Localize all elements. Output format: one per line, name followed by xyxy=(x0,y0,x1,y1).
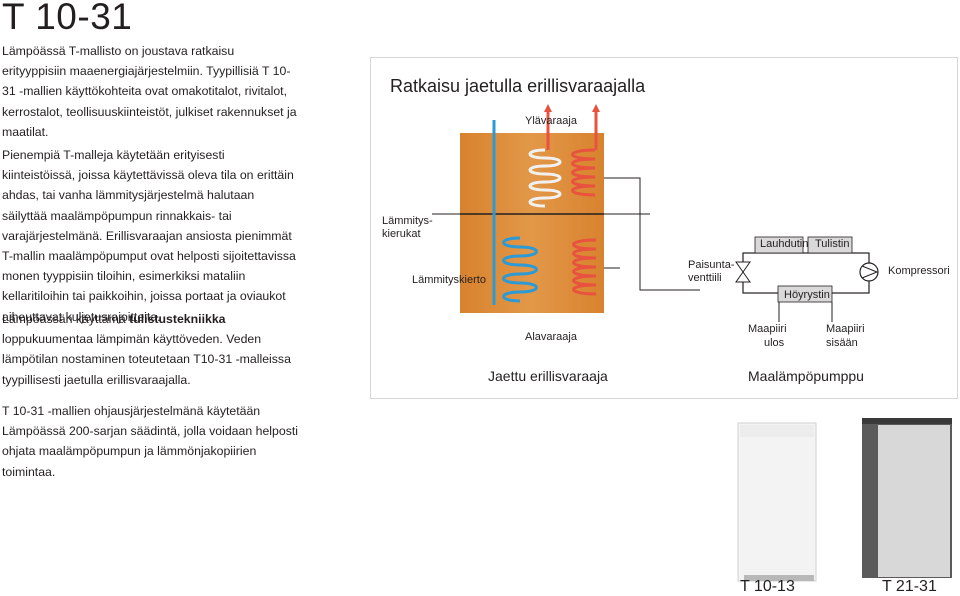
upper-tank-label: Ylävaraaja xyxy=(525,115,577,127)
compressor-symbol-mark xyxy=(861,265,879,279)
expansion-valve-label-1: Paisunta- xyxy=(688,259,735,271)
product-t21-31-image xyxy=(862,418,952,578)
superheating-paragraph: Lämpöässän käyttämä tulistustekniikka lo… xyxy=(2,309,300,390)
heating-coil-label: Lämmityskierto xyxy=(412,274,486,286)
ground-in-label-1: Maapiiri xyxy=(826,323,865,335)
lower-coil-blue xyxy=(502,236,538,303)
expansion-valve-label-2: venttiili xyxy=(688,272,722,284)
lower-coil-red xyxy=(572,238,597,296)
diagram-frame xyxy=(370,57,958,399)
p3-before: Lämpöässän käyttämä xyxy=(2,312,130,326)
p3-bold: tulistustekniikka xyxy=(129,312,226,326)
page-title: T 10-31 xyxy=(2,0,133,37)
product-label-t10-13: T 10-13 xyxy=(740,578,795,595)
expansion-valve-symbol xyxy=(735,261,751,283)
superheater-label: Tulistin xyxy=(815,238,850,250)
product-t10-13-image xyxy=(737,422,817,582)
condenser-label: Lauhdutin xyxy=(760,238,809,250)
intro-paragraph: Lämpöässä T-mallisto on joustava ratkais… xyxy=(2,44,297,139)
p3-after: loppukuumentaa lämpimän käyttöveden. Ved… xyxy=(2,332,291,387)
tank-caption: Jaettu erillisvaraaja xyxy=(488,368,608,384)
superheater-box xyxy=(807,236,853,254)
ground-out-label-2: ulos xyxy=(764,337,785,349)
ground-out-label-1: Maapiiri xyxy=(748,323,787,335)
compressor-symbol xyxy=(859,262,879,282)
evaporator-label: Höyrystin xyxy=(784,289,830,301)
diagram-title: Ratkaisu jaetulla erillisvaraajalla xyxy=(390,76,646,96)
condenser-box xyxy=(754,236,804,254)
hot-coil-upper xyxy=(571,148,596,197)
heating-circuits-label-2: kierukat xyxy=(382,228,421,240)
product-label-t21-31: T 21-31 xyxy=(882,578,937,595)
evaporator-box xyxy=(777,285,833,303)
compressor-label: Kompressori xyxy=(888,265,950,277)
control-system-paragraph: T 10-31 -mallien ohjausjärjestelmänä käy… xyxy=(2,404,299,479)
ground-in-label-2: sisään xyxy=(826,337,858,349)
pipe-to-pump xyxy=(604,177,700,291)
lower-tank-label: Alavaraaja xyxy=(525,331,577,343)
heat-pump-caption: Maalämpöpumppu xyxy=(748,368,864,384)
small-models-paragraph: Pienempiä T-malleja käytetään erityisest… xyxy=(2,148,296,324)
heating-circuits-label-1: Lämmitys- xyxy=(382,215,433,227)
upper-coil xyxy=(528,148,562,208)
